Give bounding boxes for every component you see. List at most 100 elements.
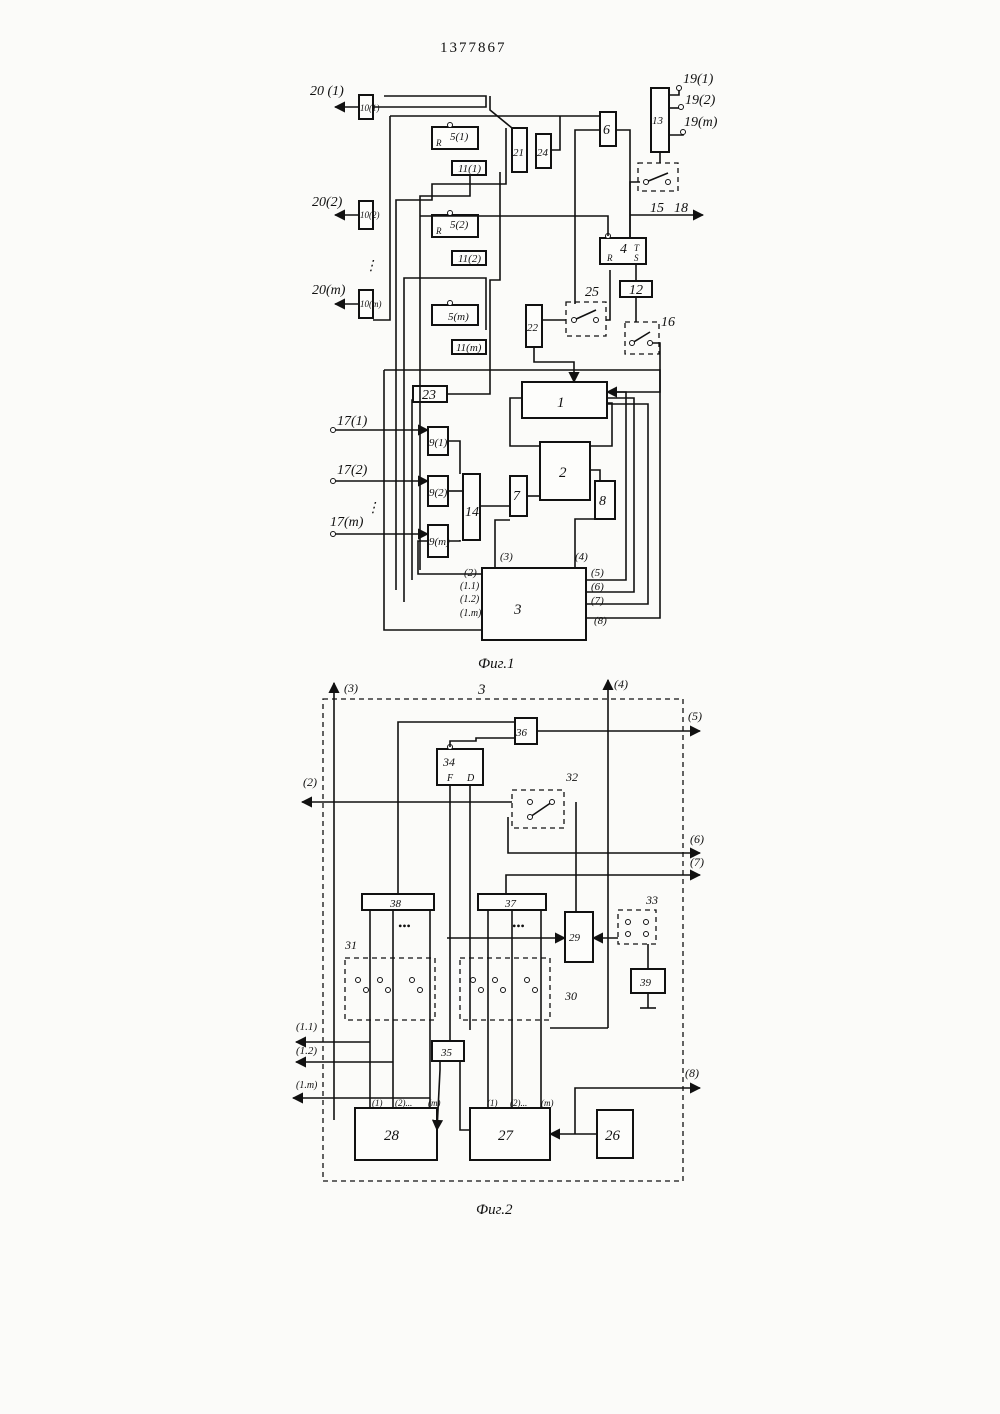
f2-port-1-1: (1.1) <box>296 1021 317 1033</box>
block-36-label: 36 <box>515 727 528 739</box>
block-10-m-label: 10(m) <box>360 299 382 309</box>
output-20-m-label: 20(m) <box>312 283 346 298</box>
figure-1-caption: Фиг.1 <box>478 656 514 672</box>
switch-25-label: 25 <box>585 285 599 300</box>
figure-2-caption: Фиг.2 <box>476 1202 513 1218</box>
block-2-label: 2 <box>559 465 567 481</box>
f2-port-4: (4) <box>614 677 628 691</box>
switch-16-label: 16 <box>661 315 675 330</box>
block-38-label: 38 <box>389 898 402 910</box>
block-5-2-label: 5(2) <box>450 219 469 231</box>
f1-port-3: (3) <box>500 551 513 563</box>
block-11-1-label: 11(1) <box>458 163 481 175</box>
switch-33-label: 33 <box>645 893 658 907</box>
switch-bank-31-label: 31 <box>344 938 357 952</box>
fig2-title: 3 <box>477 682 486 698</box>
block-26-label: 26 <box>605 1128 621 1144</box>
input-19-1-label: 19(1) <box>683 72 714 87</box>
block-22-label: 22 <box>527 322 539 334</box>
figure-2: 3 36 34 F D 32 38 37 29 33 39 <box>293 677 704 1218</box>
block-5-1-r: R <box>435 138 442 148</box>
block-9-m-label: 9(m) <box>429 536 450 548</box>
block-37-label: 37 <box>504 898 517 910</box>
block-29-label: 29 <box>569 932 581 944</box>
block-4-label: 4 <box>620 242 627 257</box>
block-1-label: 1 <box>557 395 565 411</box>
block-4-r: R <box>606 253 613 263</box>
b28-out-1: (1) <box>372 1098 383 1108</box>
block-3-label: 3 <box>513 602 522 618</box>
f2-port-3: (3) <box>344 681 358 695</box>
block-24-label: 24 <box>537 147 549 159</box>
switch-15-label: 15 <box>650 201 664 216</box>
block-5-2-r: R <box>435 226 442 236</box>
switch-32-label: 32 <box>565 770 578 784</box>
block-4-s: S <box>634 253 639 263</box>
f2-port-5: (5) <box>688 709 702 723</box>
block-11-2-label: 11(2) <box>458 253 481 265</box>
f2-port-6: (6) <box>690 832 704 846</box>
input-17-2-label: 17(2) <box>337 463 368 478</box>
block-10-2-label: 10(2) <box>360 210 380 220</box>
switch-33 <box>618 910 656 944</box>
figure-1: 1 2 3 7 8 14 9(1) 9(2) 9(m) 23 11(1) 11(… <box>310 72 718 672</box>
input-19-m-label: 19(m) <box>684 115 718 130</box>
f1-port-6: (6) <box>591 581 604 593</box>
output-18-label: 18 <box>674 201 688 216</box>
switch-32 <box>512 790 564 828</box>
b27-out-m: (m) <box>541 1098 554 1108</box>
output-20-2-label: 20(2) <box>312 195 343 210</box>
input-19-2-label: 19(2) <box>685 93 716 108</box>
output-20-1-label: 20 (1) <box>310 84 344 99</box>
block-34-d: D <box>466 773 475 784</box>
b27-out-2: (2)... <box>510 1098 527 1108</box>
f2-port-1-2: (1.2) <box>296 1045 317 1057</box>
f1-port-1-2: (1.2) <box>460 594 480 605</box>
ellipsis-17: ⋮ <box>366 501 380 516</box>
block-28-label: 28 <box>384 1128 400 1144</box>
block-5-1-label: 5(1) <box>450 131 469 143</box>
block-8-label: 8 <box>599 494 606 509</box>
block-35-label: 35 <box>440 1047 453 1059</box>
f1-port-7: (7) <box>591 595 604 607</box>
ellipsis-37: ••• <box>512 919 525 933</box>
block-6-label: 6 <box>603 123 610 138</box>
f2-port-7: (7) <box>690 855 704 869</box>
block-12-label: 12 <box>629 283 643 298</box>
f1-port-1-m: (1.m) <box>460 608 482 619</box>
block-39-label: 39 <box>639 977 652 989</box>
b27-out-1: (1) <box>487 1098 498 1108</box>
block-34-f: F <box>446 773 454 784</box>
block-13-label: 13 <box>652 115 664 127</box>
f1-port-5: (5) <box>591 567 604 579</box>
f2-port-2: (2) <box>303 775 317 789</box>
block-9-2-label: 9(2) <box>429 487 448 499</box>
block-5-m-label: 5(m) <box>448 311 469 323</box>
block-7-label: 7 <box>513 489 521 504</box>
input-17-1-label: 17(1) <box>337 414 368 429</box>
block-34-label: 34 <box>442 755 455 769</box>
switch-16 <box>625 322 659 354</box>
switch-bank-31-contacts <box>356 978 423 993</box>
block-3 <box>482 568 586 640</box>
switch-bank-30-contacts <box>471 978 538 993</box>
b28-out-2: (2)... <box>395 1098 412 1108</box>
block-1 <box>522 382 607 418</box>
block-23-label: 23 <box>422 388 436 403</box>
input-17-m-label: 17(m) <box>330 515 364 530</box>
block-11-m-label: 11(m) <box>456 342 482 354</box>
block-27-label: 27 <box>498 1128 515 1144</box>
f1-port-2: (2) <box>464 567 477 579</box>
block-10-1-label: 10(1) <box>360 103 380 113</box>
f1-port-8: (8) <box>594 615 607 627</box>
f2-port-8: (8) <box>685 1066 699 1080</box>
block-9-1-label: 9(1) <box>429 437 448 449</box>
f2-port-1-m: (1.m) <box>296 1080 318 1091</box>
switch-bank-30-label: 30 <box>564 989 577 1003</box>
ellipsis-38: ••• <box>398 919 411 933</box>
b28-out-m: (m) <box>428 1098 441 1108</box>
f1-port-4: (4) <box>575 551 588 563</box>
ellipsis-20: ⋮ <box>364 259 378 274</box>
